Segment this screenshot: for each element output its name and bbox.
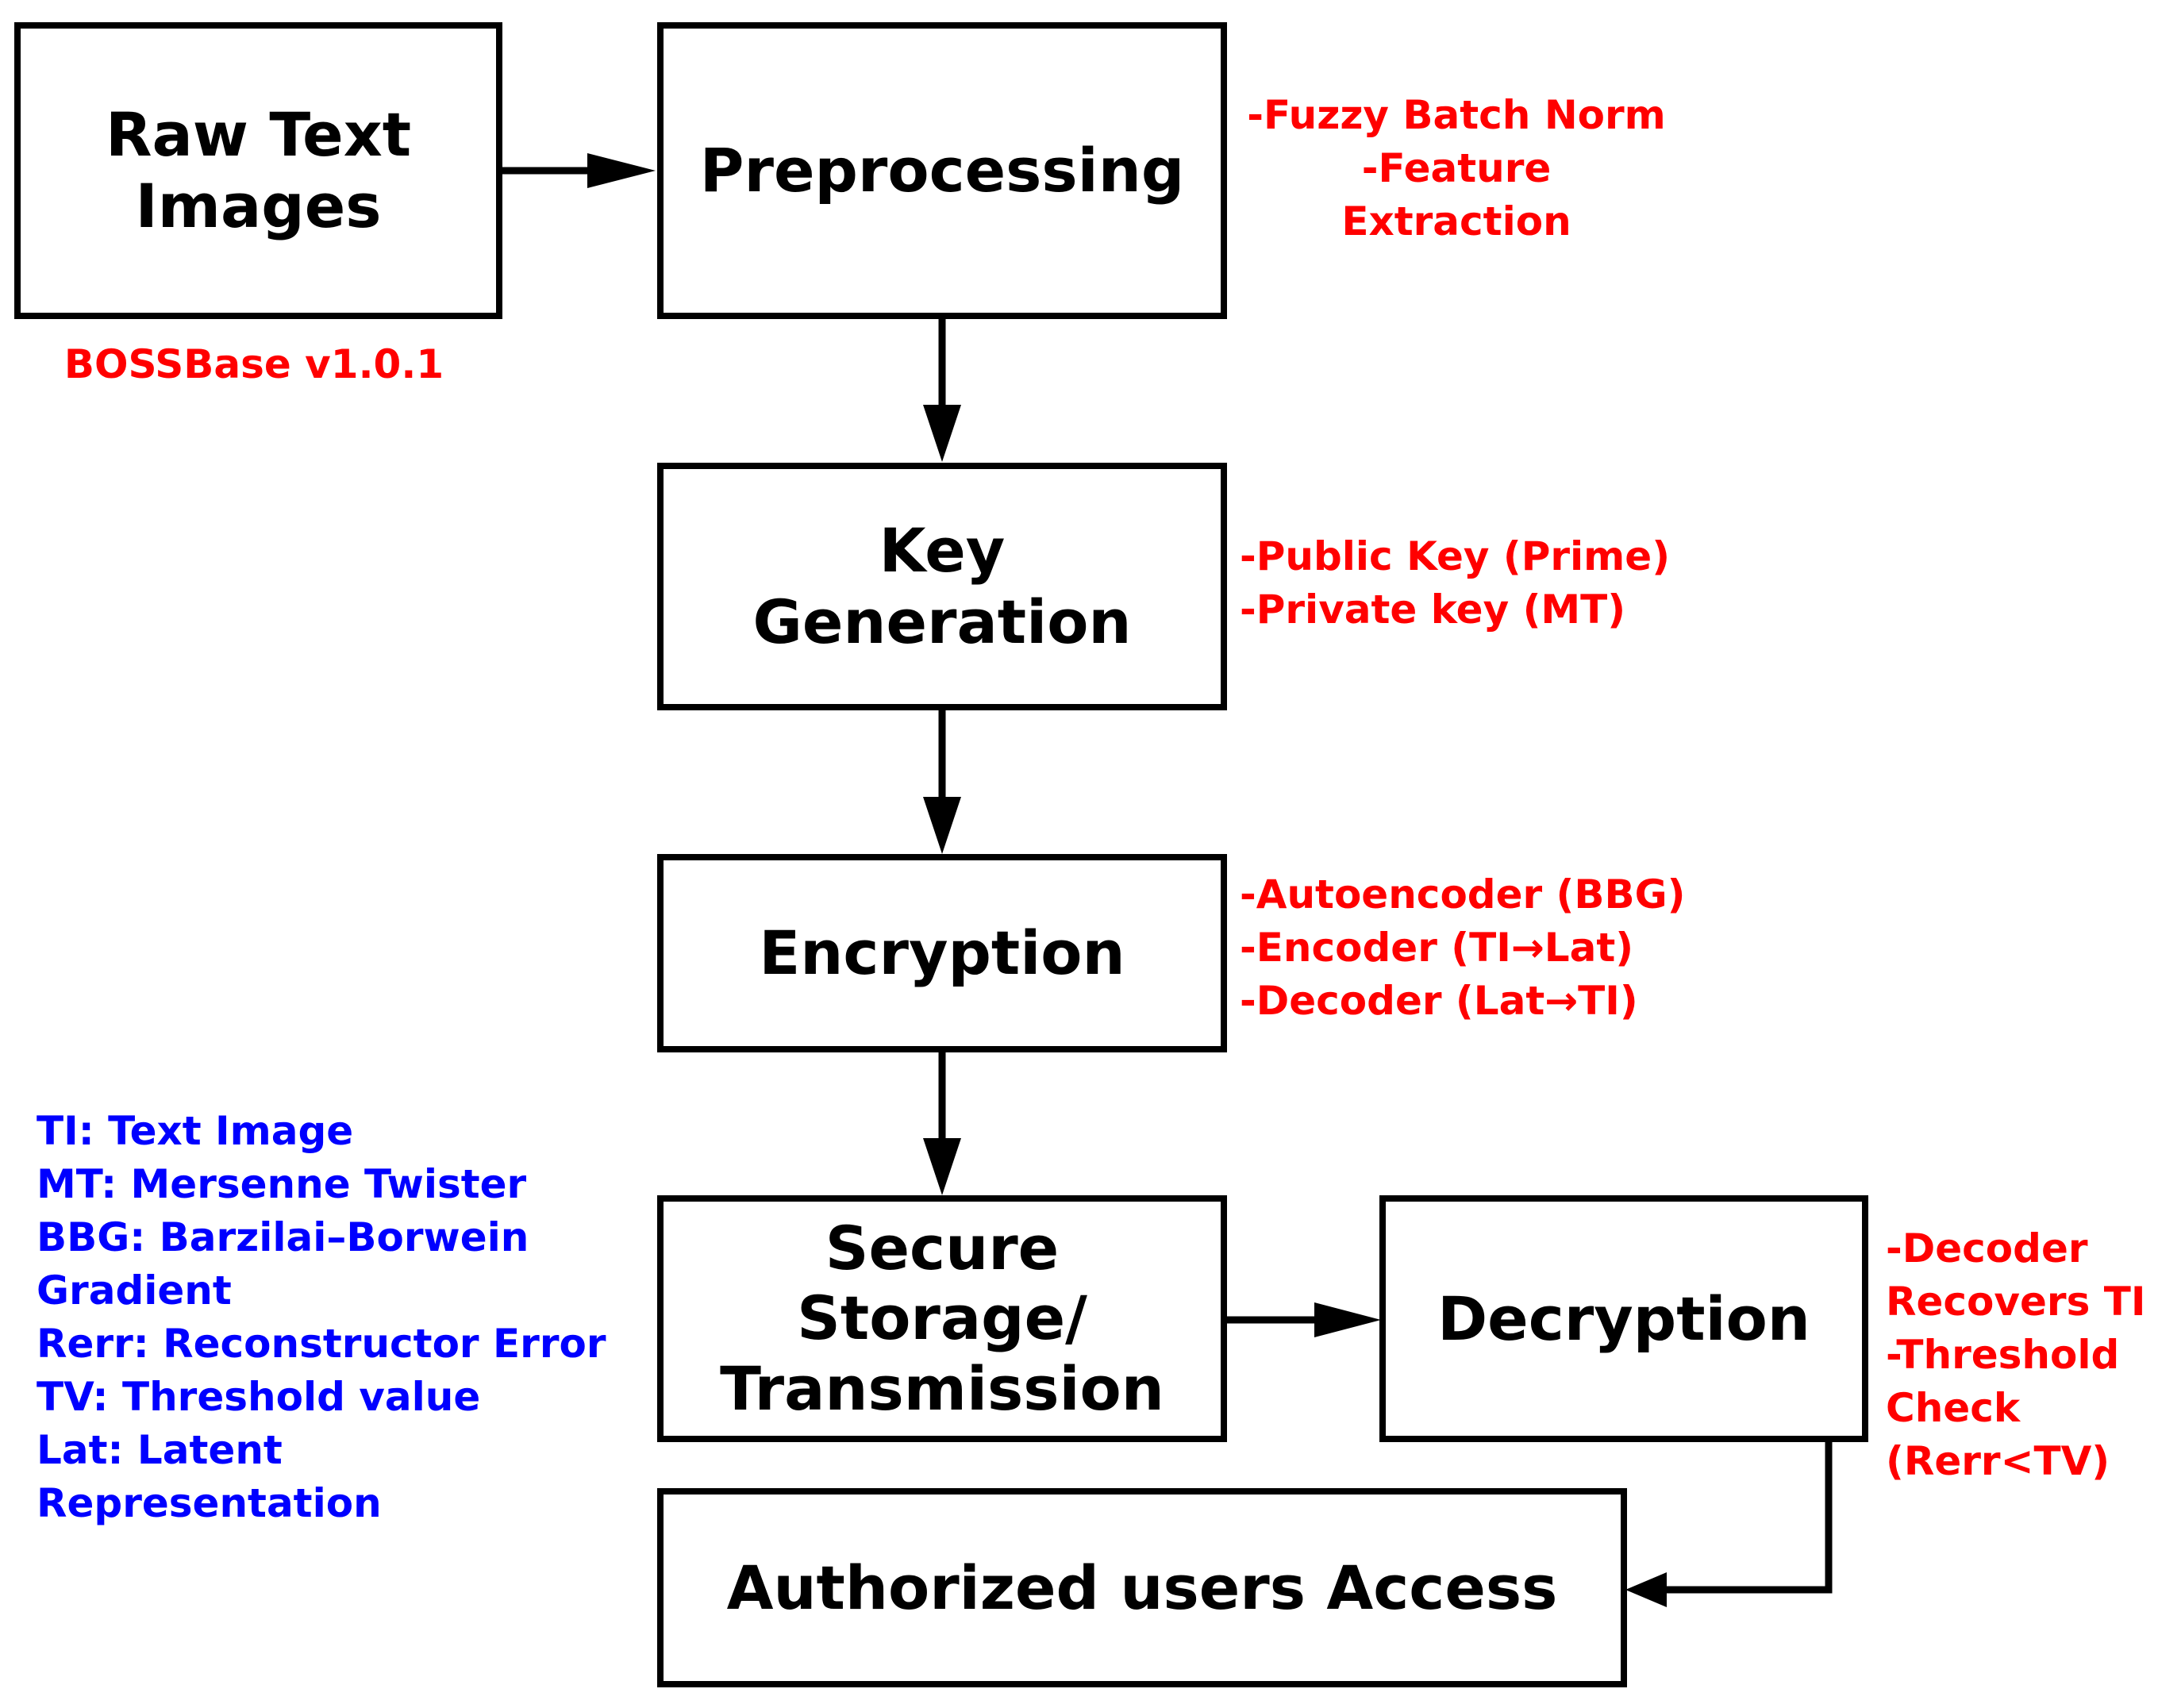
secure-storage-box: Secure Storage/ Transmission <box>657 1195 1227 1442</box>
key-generation-line-2: Generation <box>752 587 1132 657</box>
legend-entry: Representation <box>37 1480 382 1526</box>
legend-entry: Lat: Latent <box>37 1427 283 1473</box>
encryption-annotation-line-2: -Encoder (TI→Lat) <box>1240 925 1634 971</box>
dataset-annotation-line-1: BOSSBase v1.0.1 <box>63 341 444 387</box>
encryption-annotation: -Autoencoder (BBG) -Encoder (TI→Lat) -De… <box>1240 868 1686 1028</box>
encryption-box: Encryption <box>657 854 1227 1052</box>
preprocessing-annotation: -Fuzzy Batch Norm -Feature Extraction <box>1234 89 1679 248</box>
decryption-annotation-line-2: Recovers TI <box>1886 1279 2146 1325</box>
raw-text-images-line-2: Images <box>135 171 382 241</box>
raw-text-images-box: Raw Text Images <box>14 22 502 319</box>
decryption-label: Decryption <box>1437 1283 1810 1355</box>
key-generation-box: Key Generation <box>657 463 1227 710</box>
decryption-annotation-line-3: -Threshold <box>1886 1332 2120 1378</box>
encryption-line-1: Encryption <box>759 917 1125 989</box>
decryption-line-1: Decryption <box>1437 1283 1810 1354</box>
arrowhead-keygen-to-encryption <box>923 797 961 854</box>
key-generation-annotation-line-2: -Private key (MT) <box>1240 587 1626 633</box>
preprocessing-label: Preprocessing <box>700 135 1184 206</box>
arrowhead-storage-to-decryption <box>1314 1302 1381 1337</box>
preprocessing-box: Preprocessing <box>657 22 1227 319</box>
preprocessing-annotation-line-3: Extraction <box>1341 198 1571 244</box>
key-generation-annotation-line-1: -Public Key (Prime) <box>1240 533 1671 579</box>
legend-entry: BBG: Barzilai–Borwein <box>37 1214 529 1260</box>
arrowhead-encryption-to-storage <box>923 1138 961 1195</box>
arrowhead-raw-to-preprocessing <box>587 153 656 188</box>
legend-entry: Gradient <box>37 1268 232 1314</box>
decryption-annotation-line-4: Check <box>1886 1385 2021 1431</box>
secure-storage-line-3: Transmission <box>720 1352 1164 1424</box>
legend-entry: Rerr: Reconstructor Error <box>37 1321 606 1367</box>
preprocessing-annotation-line-2: -Feature <box>1361 145 1552 191</box>
legend-entry: TI: Text Image <box>37 1108 354 1154</box>
preprocessing-annotation-line-1: -Fuzzy Batch Norm <box>1247 92 1666 138</box>
authorized-access-label: Authorized users Access <box>727 1552 1558 1624</box>
key-generation-line-1: Key <box>879 515 1006 587</box>
raw-text-images-label: Raw Text Images <box>106 99 411 241</box>
legend-entry: MT: Mersenne Twister <box>37 1161 527 1207</box>
key-generation-label: Key Generation <box>752 515 1131 657</box>
dataset-annotation: BOSSBase v1.0.1 <box>48 338 460 391</box>
decryption-annotation-line-5: (Rerr<TV) <box>1886 1438 2110 1484</box>
secure-storage-line-2: Storage/ <box>797 1283 1087 1354</box>
secure-storage-line-1: Secure <box>825 1213 1060 1284</box>
key-generation-annotation: -Public Key (Prime) -Private key (MT) <box>1240 530 1670 637</box>
preprocessing-line-1: Preprocessing <box>699 135 1185 206</box>
legend-entry: TV: Threshold value <box>37 1374 481 1420</box>
arrow-decryption-to-access <box>1667 1441 1833 1594</box>
secure-storage-label: Secure Storage/ Transmission <box>720 1213 1164 1424</box>
encryption-annotation-line-1: -Autoencoder (BBG) <box>1240 871 1686 917</box>
abbreviation-legend: TI: Text Image MT: Mersenne Twister BBG:… <box>37 1105 606 1530</box>
arrowhead-decryption-to-access <box>1625 1572 1667 1607</box>
decryption-annotation-line-1: -Decoder <box>1886 1225 2088 1271</box>
encryption-label: Encryption <box>759 917 1125 989</box>
decryption-box: Decryption <box>1379 1195 1868 1442</box>
raw-text-images-line-1: Raw Text <box>105 99 412 171</box>
authorized-access-box: Authorized users Access <box>657 1488 1627 1687</box>
decryption-annotation: -Decoder Recovers TI -Threshold Check (R… <box>1886 1222 2145 1488</box>
encryption-annotation-line-3: -Decoder (Lat→TI) <box>1240 978 1638 1024</box>
arrowhead-preprocessing-to-keygen <box>923 405 961 462</box>
authorized-access-line-1: Authorized users Access <box>726 1552 1558 1623</box>
